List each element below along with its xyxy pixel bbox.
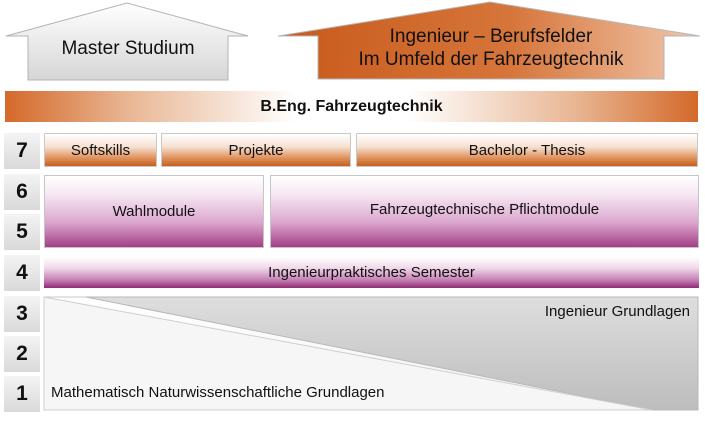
master-studium-label: Master Studium xyxy=(61,38,195,59)
praxissemester-bar xyxy=(44,257,699,288)
semester-number-2: 2 xyxy=(4,336,40,372)
semester-number-3: 3 xyxy=(4,296,40,332)
ingenieur-grundlagen-label: Ingenieur Grundlagen xyxy=(544,303,690,320)
engineering-wedge xyxy=(85,296,699,411)
master-arrow-shape xyxy=(5,2,249,81)
softskills-box: Softskills xyxy=(44,133,157,167)
semester-number-5: 5 xyxy=(4,214,40,250)
pflichtmodule-label: Fahrzeugtechnische Pflichtmodule xyxy=(369,200,600,218)
mathe-grundlagen-label: Mathematisch Naturwissenschaftliche Grun… xyxy=(51,384,385,401)
semester-number-6: 6 xyxy=(4,174,40,210)
semester-number-7: 7 xyxy=(4,133,40,169)
program-title: B.Eng. Fahrzeugtechnik xyxy=(260,97,443,115)
semester-number-1: 1 xyxy=(4,376,40,412)
career-label-line2: Im Umfeld der Fahrzeugtechnik xyxy=(358,49,624,70)
semester-number-4: 4 xyxy=(4,255,40,291)
projekte-box: Projekte xyxy=(161,133,351,167)
praxissemester-label: Ingenieurpraktisches Semester xyxy=(268,264,475,281)
career-label-line1: Ingenieur – Berufsfelder xyxy=(389,26,593,47)
program-band xyxy=(5,91,698,122)
career-label: Ingenieur – Berufsfelder Im Umfeld der F… xyxy=(318,24,664,72)
career-arrow-shape xyxy=(277,1,701,80)
bachelor-thesis-box: Bachelor - Thesis xyxy=(356,133,698,167)
wahlmodule-label: Wahlmodule xyxy=(112,202,196,220)
pflichtmodule-box xyxy=(270,175,699,248)
math-wedge xyxy=(43,296,653,411)
wahlmodule-box xyxy=(44,175,264,248)
